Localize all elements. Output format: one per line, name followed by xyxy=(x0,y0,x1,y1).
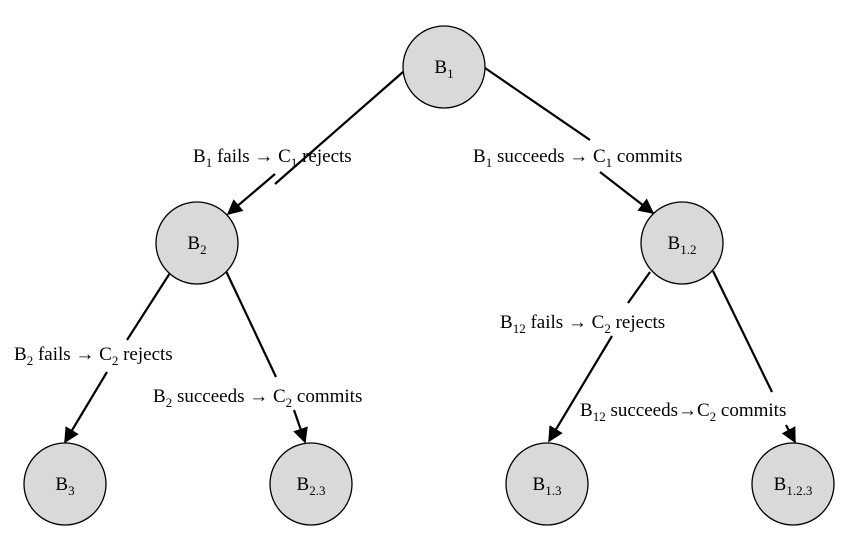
node-label: B1.2 xyxy=(668,233,697,257)
edge-b2-b3 xyxy=(64,272,171,444)
node-b1: B1 xyxy=(402,25,486,109)
node-circle xyxy=(269,442,353,526)
edge-label-b2-fails: B2 fails → C2 rejects xyxy=(14,344,173,368)
node-circle xyxy=(402,25,486,109)
edge-label-b12-fails: B12 fails → C2 rejects xyxy=(500,312,665,336)
node-b13: B1.3 xyxy=(505,442,589,526)
edge-b12-b13 xyxy=(548,271,651,443)
node-b123: B1.2.3 xyxy=(751,442,835,526)
edge-label-b1-fails: B1 fails → C1 rejects xyxy=(193,146,352,170)
node-b23: B2.3 xyxy=(269,442,353,526)
edge-b1-b12 xyxy=(484,67,655,214)
edge-b2-b23 xyxy=(225,270,308,444)
edge-line xyxy=(126,272,171,341)
node-b2: B2 xyxy=(155,201,239,285)
edge-arrow xyxy=(781,424,796,444)
edge-line xyxy=(274,71,404,185)
node-circle xyxy=(751,442,835,526)
node-label: B1 xyxy=(434,57,453,81)
edge-label-b1-succeeds: B1 succeeds → C1 commits xyxy=(473,146,682,170)
edge-b1-b2 xyxy=(226,71,404,215)
node-label: B1.3 xyxy=(533,474,562,498)
edge-arrow xyxy=(548,335,613,443)
node-circle xyxy=(505,442,589,526)
edge-label-b12-succeeds: B12 succeeds→C2 commits xyxy=(580,400,786,424)
node-circle xyxy=(640,201,724,285)
node-label: B2 xyxy=(187,233,206,257)
node-label: B2.3 xyxy=(297,474,326,498)
edge-label-b2-succeeds: B2 succeeds → C2 commits xyxy=(153,386,362,410)
node-b3: B3 xyxy=(23,442,107,526)
edge-b12-b123 xyxy=(712,270,796,444)
edge-line xyxy=(225,270,277,378)
node-label: B3 xyxy=(55,474,74,498)
edge-line xyxy=(484,67,591,141)
node-label: B1.2.3 xyxy=(774,474,813,498)
edge-arrow xyxy=(226,173,276,215)
node-circle xyxy=(155,201,239,285)
node-b12: B1.2 xyxy=(640,201,724,285)
edge-line xyxy=(712,270,773,393)
edge-arrow xyxy=(599,171,655,214)
edge-line xyxy=(627,271,651,304)
node-circle xyxy=(23,442,107,526)
edge-arrow xyxy=(292,409,308,444)
edge-arrow xyxy=(64,371,108,444)
